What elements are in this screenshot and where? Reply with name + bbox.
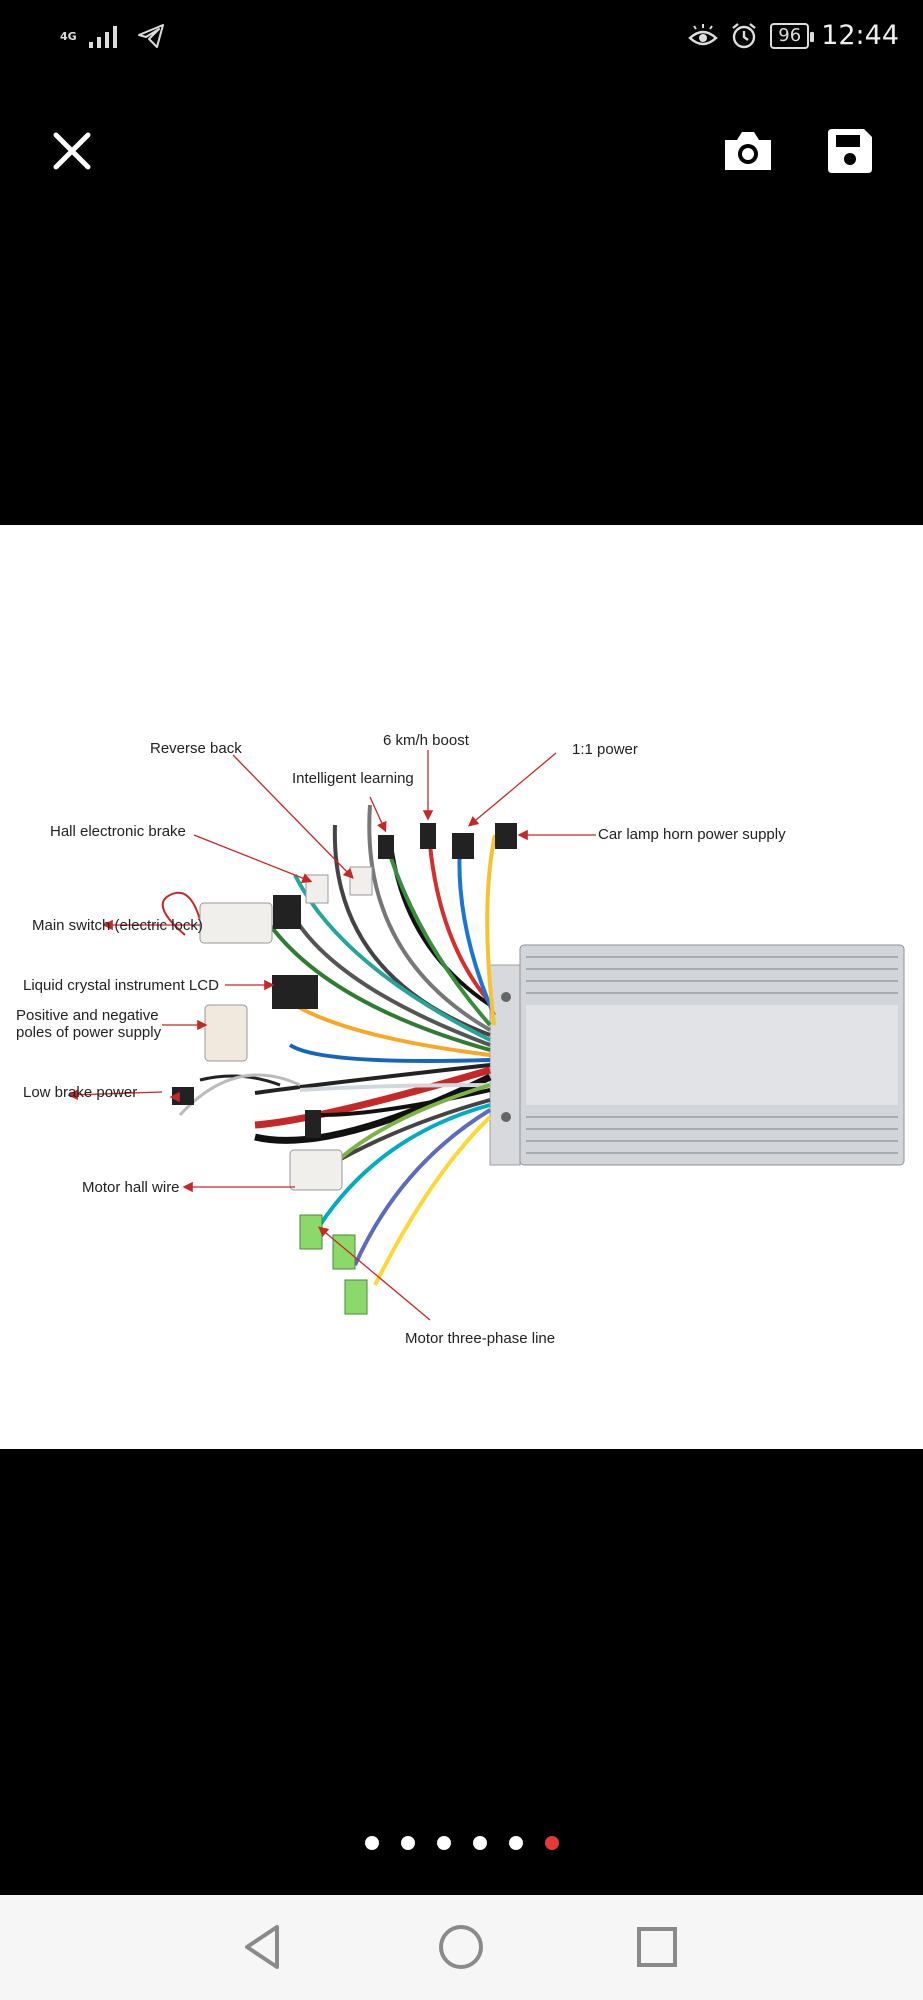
pagination-dots	[0, 1836, 923, 1850]
camera-button[interactable]	[718, 121, 778, 181]
annotation-arrows	[67, 750, 596, 1321]
telegram-icon	[137, 24, 164, 48]
alarm-icon	[732, 22, 757, 48]
label-motor-hall-wire: Motor hall wire	[82, 1179, 180, 1196]
signal-icon	[88, 26, 117, 48]
network-type: 4G	[60, 29, 77, 43]
label-power-poles-1: Positive and negative	[16, 1007, 159, 1024]
system-nav-bar	[0, 1895, 923, 2000]
label-intelligent-learning: Intelligent learning	[292, 770, 414, 787]
save-icon	[828, 129, 872, 173]
clock: 12:44	[821, 20, 899, 51]
label-car-lamp-horn: Car lamp horn power supply	[598, 826, 786, 843]
connectors	[172, 823, 517, 1315]
label-hall-electronic-brake: Hall electronic brake	[50, 823, 186, 840]
battery-icon: 96	[770, 22, 815, 49]
status-bar: 4G 96 12:44	[0, 0, 923, 80]
label-low-brake-power: Low brake power	[23, 1084, 137, 1101]
home-button[interactable]	[431, 1917, 491, 1977]
label-main-switch: Main switch (electric lock)	[32, 917, 203, 934]
eye-icon	[688, 23, 719, 45]
label-power-poles-2: poles of power supply	[16, 1024, 162, 1041]
viewer-toolbar	[0, 95, 923, 205]
camera-icon	[725, 132, 771, 170]
label-motor-three-phase: Motor three-phase line	[405, 1330, 555, 1347]
label-6kmh-boost: 6 km/h boost	[383, 732, 470, 749]
page-dot-2[interactable]	[400, 1836, 415, 1850]
save-button[interactable]	[820, 121, 880, 181]
page-dot-5[interactable]	[508, 1836, 523, 1850]
label-reverse-back: Reverse back	[150, 740, 242, 757]
wiring-diagram: Reverse back 6 km/h boost Intelligent le…	[16, 732, 905, 1347]
page-dot-4[interactable]	[472, 1836, 487, 1850]
close-button[interactable]	[42, 121, 102, 181]
page-dot-3[interactable]	[436, 1836, 451, 1850]
product-image[interactable]: Reverse back 6 km/h boost Intelligent le…	[0, 525, 923, 1449]
recents-button[interactable]	[627, 1917, 687, 1977]
page-dot-1[interactable]	[364, 1836, 379, 1850]
back-button[interactable]	[233, 1917, 293, 1977]
home-icon	[439, 1925, 483, 1969]
label-lcd: Liquid crystal instrument LCD	[23, 977, 219, 994]
page-dot-6-active[interactable]	[544, 1836, 559, 1850]
controller-box	[489, 944, 905, 1166]
diagram-labels: Reverse back 6 km/h boost Intelligent le…	[16, 732, 786, 1347]
close-icon	[53, 132, 91, 170]
label-1-1-power: 1:1 power	[572, 741, 638, 758]
recents-icon	[637, 1927, 677, 1967]
back-icon	[245, 1925, 279, 1969]
